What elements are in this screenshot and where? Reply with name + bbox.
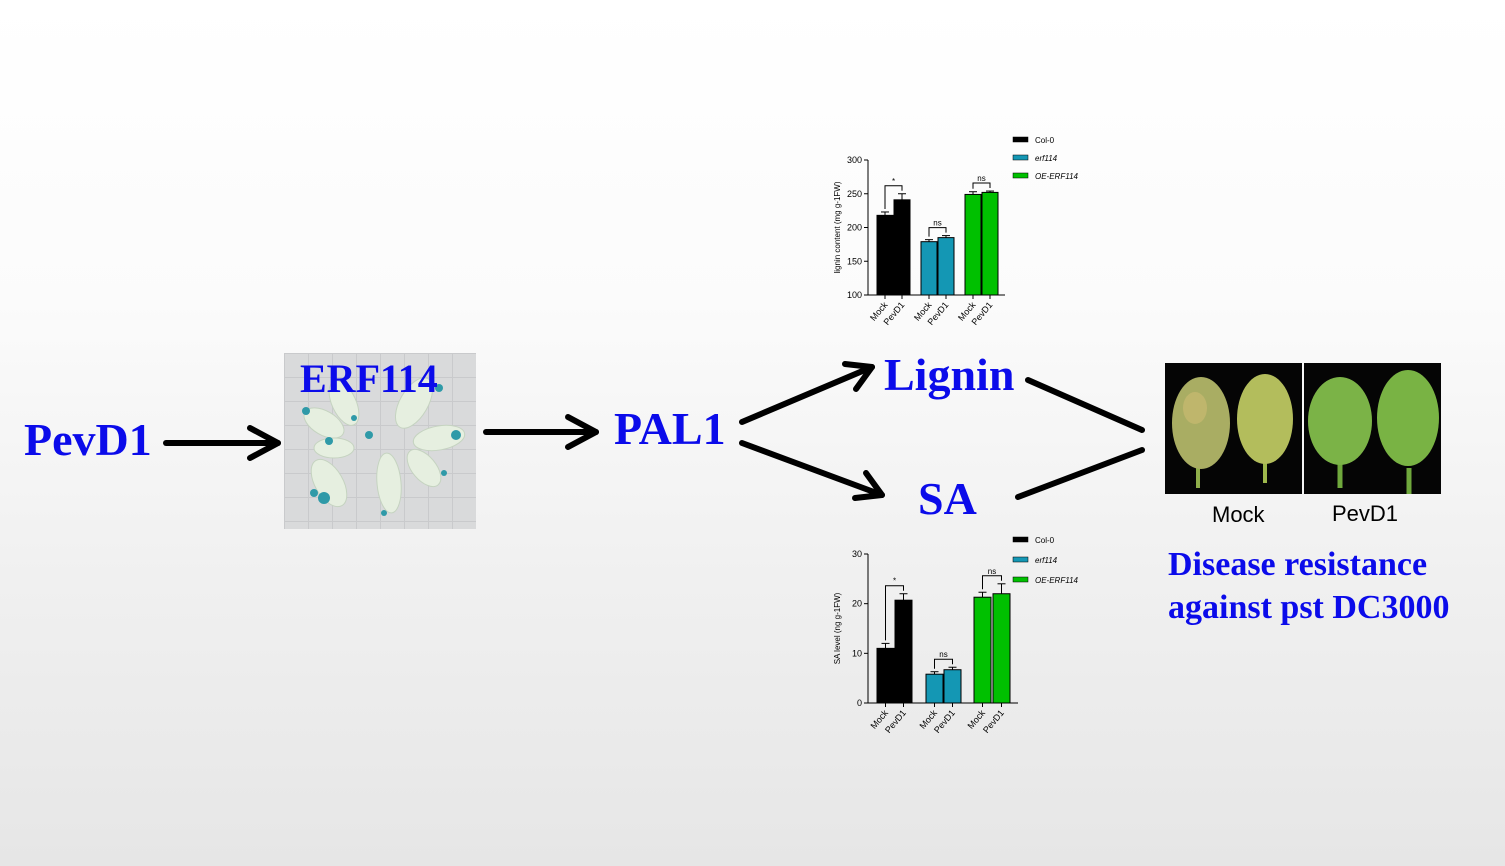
bar-OE-ERF114-PevD1 [981,191,999,296]
mock-label: Mock [1212,502,1265,527]
mock-leaves-image [1172,374,1293,488]
y-tick-label: 0 [857,698,862,708]
erf114-gus-photo [284,353,476,529]
node-pal1: PAL1 [614,403,726,454]
y-tick-label: 30 [852,549,862,559]
x-tick-label: Mock [869,707,891,730]
node-lignin: Lignin [884,349,1015,400]
x-tick-label: Mock [966,707,988,730]
y-axis-label: lignin content (mg g-1FW) [833,181,842,273]
y-axis-label: SA level (ng g-1FW) [833,592,842,664]
significance-label: ns [933,219,941,228]
pevd1-leaves-photo [1304,363,1441,494]
significance-bracket [972,182,991,189]
bar-erf114-Mock [925,673,944,704]
legend-label: OE-ERF114 [1035,576,1079,585]
legend-swatch [1012,136,1029,143]
significance-label: ns [939,650,947,659]
legend-label: OE-ERF114 [1035,172,1079,181]
legend-label: Col-0 [1035,136,1055,145]
significance-bracket [982,575,1002,590]
significance-label: * [893,577,896,586]
legend-swatch [1012,576,1029,583]
x-tick-label: PevD1 [926,300,951,327]
y-tick-label: 100 [847,290,862,300]
y-tick-label: 150 [847,256,862,266]
x-tick-label: PevD1 [970,300,995,327]
bar-Col-0-PevD1 [894,599,913,704]
significance-bracket [885,585,904,641]
legend-label: Col-0 [1035,536,1055,545]
node-sa: SA [918,473,977,524]
legend-label: erf114 [1035,154,1058,163]
line-sa-to-resistance [1015,447,1145,500]
x-tick-label: Mock [918,707,940,730]
bar-Col-0-Mock [876,647,895,704]
arrow-erf114-to-pal1 [483,414,599,450]
significance-bracket [928,227,947,237]
legend-swatch [1012,536,1029,543]
significance-bracket [884,185,903,209]
y-tick-label: 300 [847,155,862,165]
legend-swatch [1012,154,1029,161]
bar-erf114-PevD1 [937,237,955,296]
bar-OE-ERF114-Mock [964,193,982,296]
pevd1-label: PevD1 [1332,501,1399,526]
legend-swatch [1012,556,1029,563]
y-tick-label: 20 [852,599,862,609]
legend-label: erf114 [1035,556,1058,565]
x-tick-label: Mock [956,299,978,322]
y-tick-label: 200 [847,223,862,233]
x-tick-label: PevD1 [981,708,1006,735]
bar-erf114-PevD1 [943,669,962,704]
x-tick-label: PevD1 [882,300,907,327]
x-tick-label: PevD1 [883,708,908,735]
x-tick-label: Mock [912,299,934,322]
bar-OE-ERF114-PevD1 [992,593,1011,704]
line-lignin-to-resistance [1025,377,1145,433]
arrow-pal1-to-sa [739,440,885,501]
mock-leaves-photo [1165,363,1302,494]
y-tick-label: 10 [852,648,862,658]
bar-erf114-Mock [920,241,938,296]
arrow-pevd1-to-erf114 [163,425,281,461]
outcome-line2: against pst DC3000 [1168,589,1450,626]
bar-OE-ERF114-Mock [973,596,992,704]
outcome-line1: Disease resistance [1168,546,1428,583]
node-pevd1: PevD1 [24,414,152,465]
significance-label: ns [988,567,996,576]
node-erf114: ERF114 [300,356,438,401]
rosette-image [302,377,466,516]
x-tick-label: PevD1 [932,708,957,735]
legend-swatch [1012,172,1029,179]
significance-label: * [892,177,895,186]
arrow-pal1-to-lignin [739,361,875,425]
pevd1-leaves-image [1308,370,1439,494]
bar-Col-0-Mock [876,214,894,296]
significance-label: ns [977,174,985,183]
bar-Col-0-PevD1 [893,199,911,296]
significance-bracket [934,658,953,669]
x-tick-label: Mock [868,299,890,322]
y-tick-label: 250 [847,189,862,199]
